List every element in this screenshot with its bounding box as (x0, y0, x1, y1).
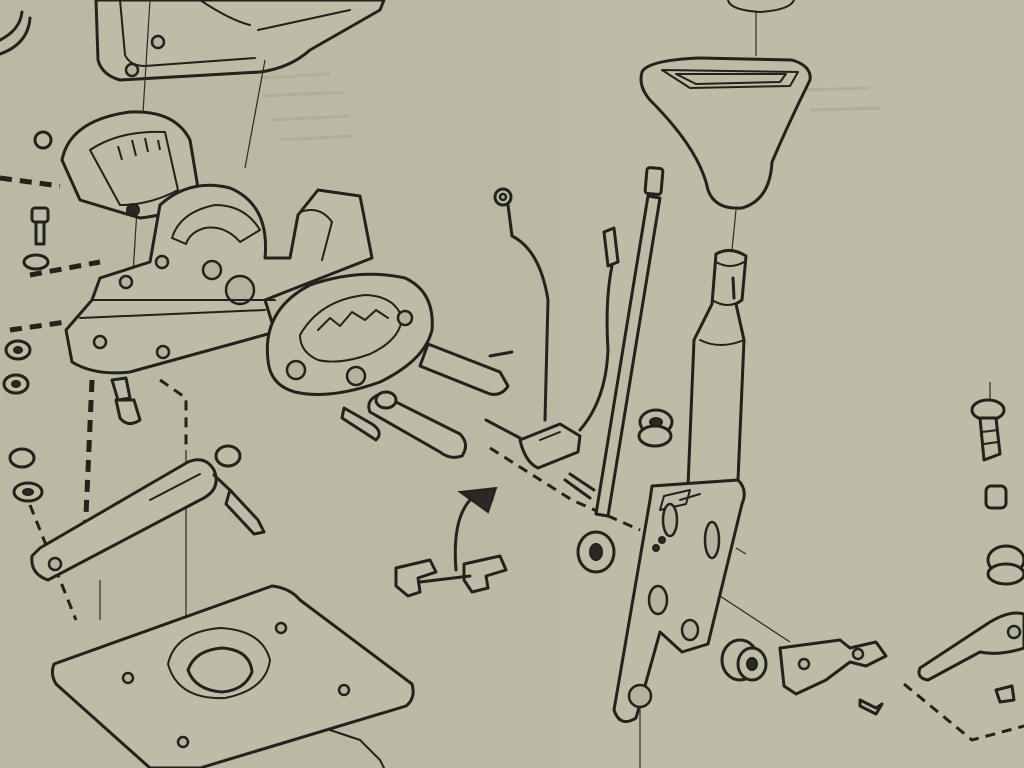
curved-arrow (453, 486, 498, 572)
wire-lead-right (578, 226, 620, 432)
bushing-right (720, 638, 768, 682)
bushing-lower (576, 530, 616, 574)
print-through-lines (259, 72, 881, 142)
detent-pins (340, 342, 514, 459)
shift-knob (639, 0, 812, 210)
selector-indicator-plate (60, 110, 202, 220)
bolt-left-upper (22, 206, 50, 271)
hose-fragment (0, 10, 32, 56)
detent-pawl (778, 638, 888, 716)
bolt-stack-right (970, 382, 1024, 586)
linkage-arm (30, 444, 266, 582)
detent-plate (265, 272, 434, 396)
base-plate (50, 584, 415, 768)
top-housing (94, 0, 386, 291)
swivel-arm-right (903, 611, 1024, 742)
neutral-safety-switch (484, 418, 596, 500)
washer-stack-left (2, 339, 44, 503)
shift-rod (594, 166, 665, 518)
screw-head-left (33, 130, 53, 150)
wire-lead-left (493, 187, 550, 422)
bushing-grommet (637, 408, 674, 448)
retainer-clip-inset (394, 554, 508, 598)
shift-lever-lower-arm (612, 478, 746, 768)
shifter-bracket (64, 183, 374, 375)
bolt-left (110, 376, 142, 425)
